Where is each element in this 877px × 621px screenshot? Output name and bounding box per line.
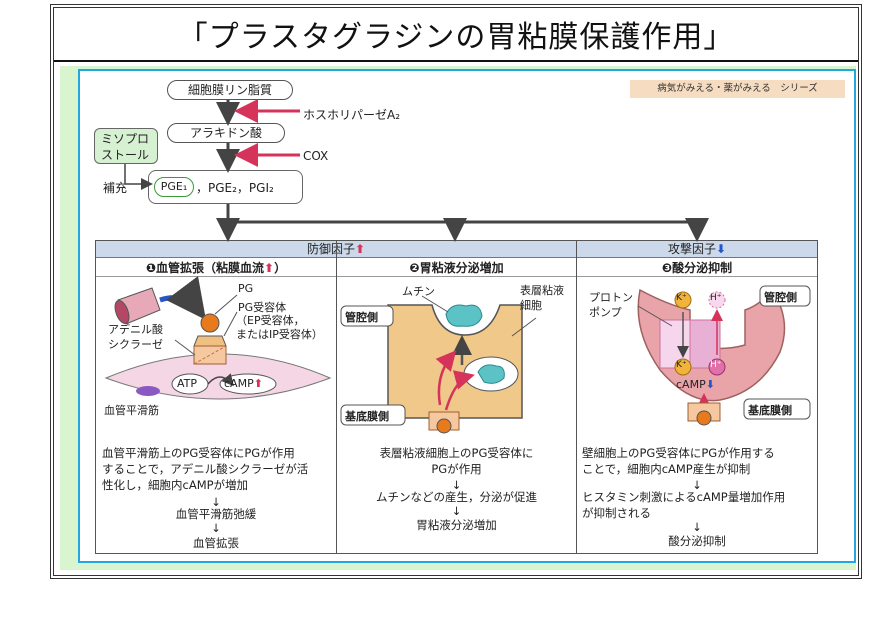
mucin-label: ムチン (402, 285, 435, 298)
atp-label: ATP (177, 377, 198, 390)
arrow-down: ↓ (211, 521, 221, 535)
cox-label: COX (303, 149, 329, 163)
basal-side-label: 基底膜側 (345, 410, 389, 423)
nucleus-icon (136, 386, 160, 396)
potassium-ion-icon (674, 291, 692, 309)
basal-side-label: 基底膜側 (748, 404, 792, 417)
col3-description: 壁細胞上のPG受容体にPGが作用する ことで，細胞内cAMP産生が抑制 (582, 446, 775, 476)
misoprostol-box: ミソプロストール (94, 128, 158, 164)
lumen-side-label: 管腔側 (345, 311, 378, 324)
pg-receptor-icon (193, 335, 227, 347)
up-arrow-icon: ⬆ (354, 242, 366, 256)
arrow-down: ↓ (692, 478, 702, 492)
col2-description: 表層粘液細胞上のPG受容体に PGが作用 (379, 446, 534, 476)
pg-label: PG (238, 282, 254, 295)
proton-pump-label: プロトン ポンプ (589, 291, 633, 319)
camp-bubble (219, 373, 277, 395)
k-ion-label: K⁺ (676, 360, 687, 370)
pge2-pgi2-label: ，PGE₂，PGI₂ (196, 181, 274, 195)
arrow-down: ↓ (451, 478, 462, 492)
adenylate-cyclase-label: アデニル酸 シクラーゼ (108, 323, 163, 351)
k-ion-label: K⁺ (676, 293, 687, 303)
col3-title: ❸酸分泌抑制 (577, 259, 817, 277)
col1-step1: 血管平滑筋弛緩 (175, 507, 257, 521)
smooth-muscle-label: 血管平滑筋 (104, 404, 159, 417)
arrow-down: ↓ (692, 520, 702, 534)
supplement-label: 補充 (103, 181, 128, 195)
membrane-phospholipid-box: 細胞膜リン脂質 (167, 80, 293, 100)
arrow-down: ↓ (451, 504, 462, 518)
hydrogen-ion-icon (708, 291, 726, 309)
column-divider (576, 241, 577, 553)
title-rule (54, 60, 858, 62)
surface-cell-label: 表層粘液 細胞 (520, 284, 564, 312)
potassium-ion-icon (674, 358, 692, 376)
pg-ligand-icon (200, 313, 220, 333)
col3-step2: 酸分泌抑制 (668, 534, 726, 548)
inner-frame (53, 7, 859, 576)
hydrogen-ion-icon (708, 358, 726, 376)
up-arrow-icon: ⬆ (253, 377, 263, 390)
arrow-down: ↓ (211, 495, 221, 509)
pge1-label: PGE₁ (154, 177, 194, 197)
h-ion-label: H⁺ (710, 293, 722, 303)
lumen-side-label: 管腔側 (764, 291, 797, 304)
col2-step1: ムチンなどの産生，分泌が促進 (376, 490, 537, 504)
outer-frame (50, 4, 862, 579)
col1-title: ❶血管拡張（粘膜血流⬆） (96, 259, 336, 277)
col1-description: 血管平滑筋上のPG受容体にPGが作用 することで，アデニル酸シクラーゼが活 性化… (102, 446, 309, 492)
attack-header: 攻撃因子⬇ (577, 241, 817, 258)
page-title: 「プラスタグラジンの胃粘膜保護作用」 (177, 20, 735, 55)
up-arrow-icon: ⬆ (264, 261, 275, 275)
series-label: 病気がみえる・薬がみえる シリーズ (630, 80, 845, 98)
down-arrow-icon: ⬇ (705, 378, 715, 391)
column-divider (336, 241, 337, 553)
col3-step1: ヒスタミン刺激によるcAMP量増加作用 が抑制される (582, 490, 786, 520)
receptor-type-label: （EP受容体， またはIP受容体） (236, 314, 323, 341)
col1-step2: 血管拡張 (193, 536, 239, 550)
camp-label: cAMP⬇ (676, 378, 715, 391)
pg-receptor-label: PG受容体 (238, 301, 287, 314)
blood-vessel-illustration (114, 276, 207, 325)
mucin-icon (445, 304, 483, 327)
down-arrow-icon: ⬇ (715, 242, 727, 256)
camp-label: cAMP⬆ (224, 377, 263, 390)
h-ion-label: H⁺ (710, 360, 722, 370)
col2-title: ❷胃粘液分泌増加 (337, 259, 576, 277)
col2-step2: 胃粘液分泌増加 (416, 518, 497, 532)
phospholipase-label: ホスホリパーゼA₂ (303, 108, 401, 122)
